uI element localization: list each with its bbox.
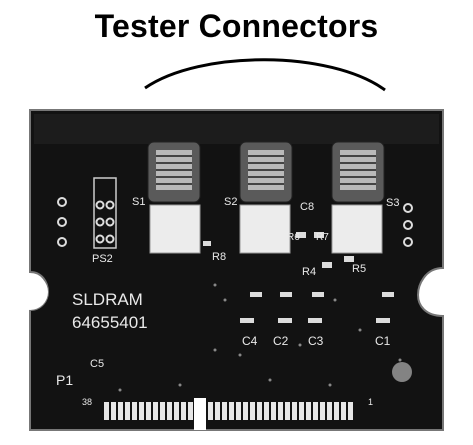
label-c2: C2 <box>273 334 289 348</box>
board-name: SLDRAM <box>72 290 143 309</box>
smd-components <box>203 232 394 323</box>
fiducial-mark <box>392 362 412 382</box>
left-via-group <box>57 197 67 247</box>
board-part-number: 64655401 <box>72 313 148 332</box>
edge-notch <box>194 398 206 430</box>
bracket-line <box>144 58 386 92</box>
trace-dots <box>118 283 402 392</box>
label-c8: C8 <box>300 201 314 213</box>
figure-title: Tester Connectors <box>94 8 379 44</box>
right-via-group <box>403 203 413 247</box>
edge-connector <box>104 402 353 420</box>
label-s1: S1 <box>132 196 145 208</box>
connector-s1 <box>147 141 201 254</box>
label-ps2: PS2 <box>92 253 113 265</box>
label-c1: C1 <box>375 334 391 348</box>
board-cutouts <box>12 274 461 310</box>
label-c3: C3 <box>308 334 324 348</box>
label-c5: C5 <box>90 358 104 370</box>
label-r4: R4 <box>302 266 316 278</box>
label-r5: R5 <box>352 263 366 275</box>
label-r7: R7 <box>316 232 329 243</box>
pin-label-38: 38 <box>82 397 92 407</box>
pin-label-1: 1 <box>368 397 373 407</box>
label-r8: R8 <box>212 251 226 263</box>
connector-s3 <box>331 141 385 254</box>
ps2-header <box>93 177 117 249</box>
label-p1: P1 <box>56 372 73 388</box>
label-r6: R6 <box>287 232 300 243</box>
label-s2: S2 <box>224 196 237 208</box>
connector-s2 <box>239 141 293 254</box>
label-s3: S3 <box>386 197 399 209</box>
label-c4: C4 <box>242 334 258 348</box>
board-edge-shade <box>34 114 439 144</box>
